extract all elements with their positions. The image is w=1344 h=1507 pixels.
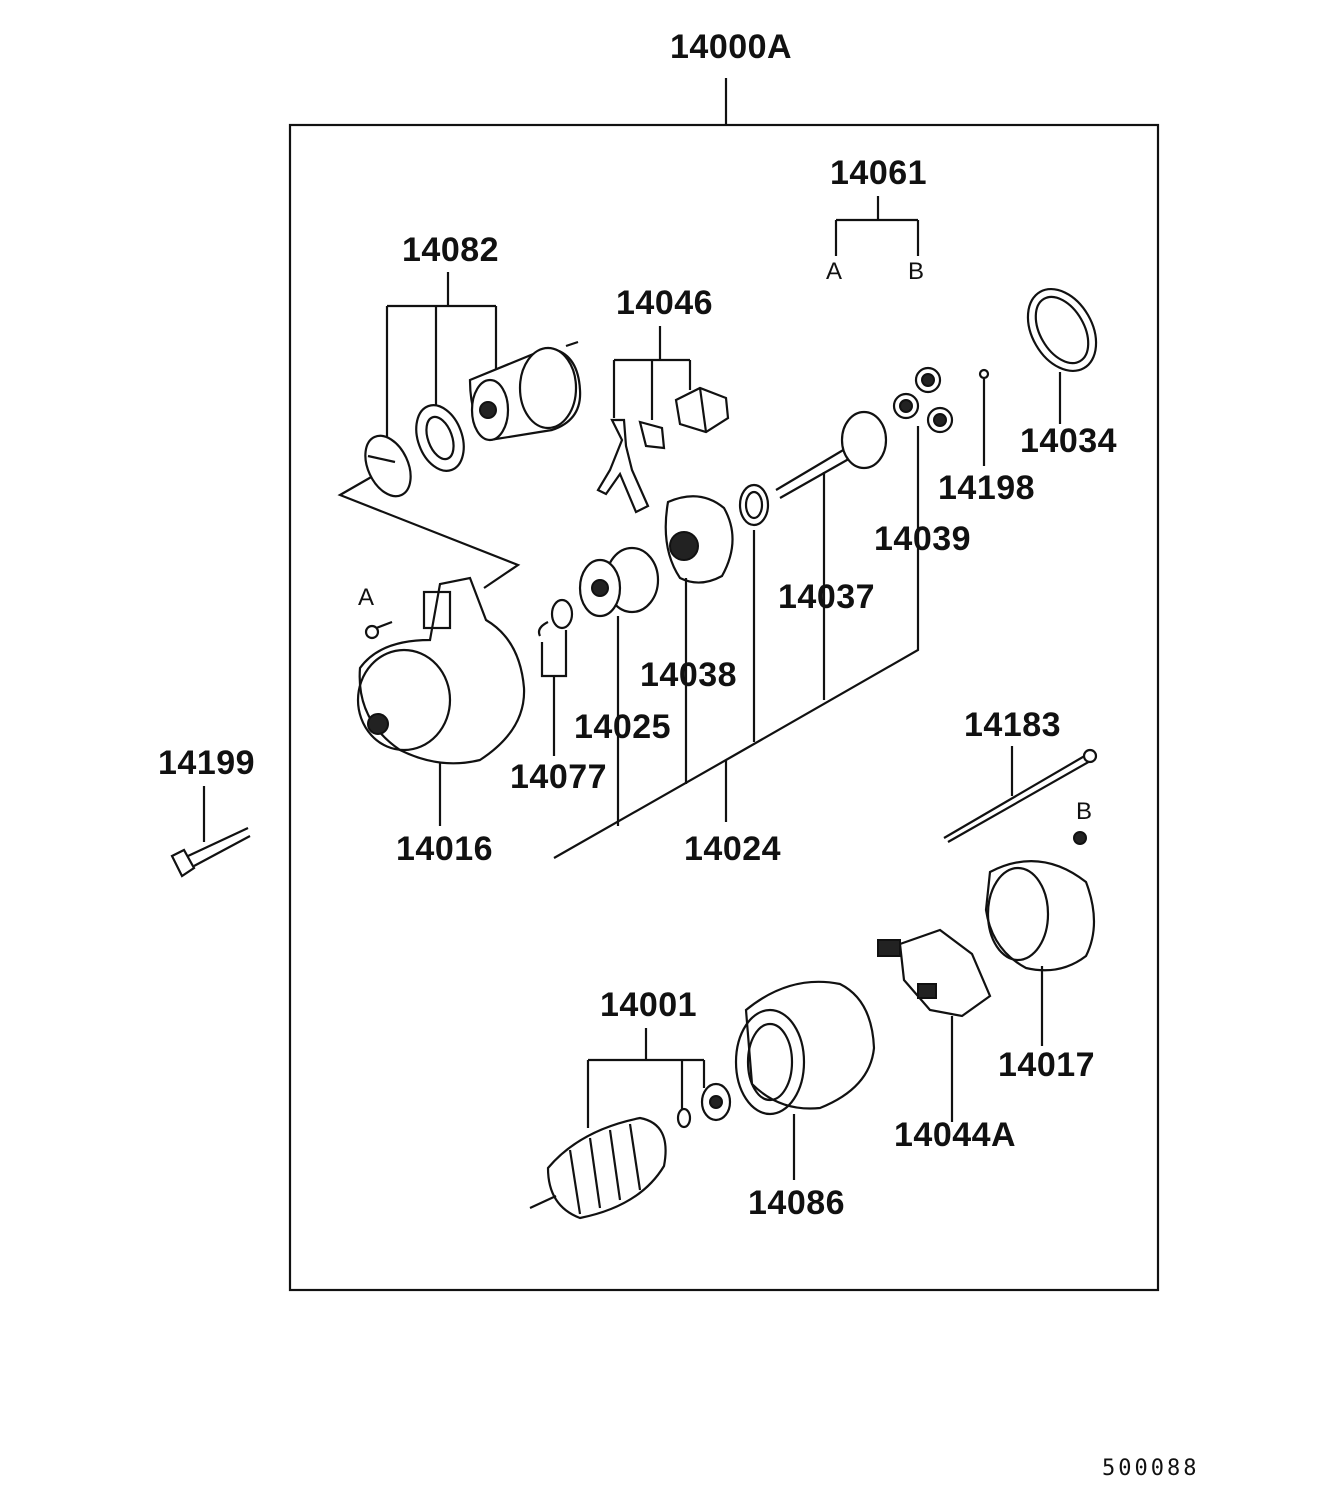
part-front-housing [356, 576, 526, 826]
label-14037: 14037 [778, 578, 876, 616]
part-plate [364, 434, 412, 498]
label-14044A: 14044A [894, 1116, 1017, 1154]
label-14046: 14046 [616, 284, 714, 322]
part-solenoid [468, 340, 582, 442]
label-14017: 14017 [998, 1046, 1096, 1084]
part-screw-a [364, 620, 393, 640]
assembly-frame [288, 123, 1160, 1292]
label-14001: 14001 [600, 986, 698, 1024]
part-band [1026, 287, 1098, 424]
label-14061-a: A [826, 258, 843, 285]
part-internal-gear [664, 495, 734, 652]
label-14024: 14024 [684, 830, 782, 868]
label-14025: 14025 [574, 708, 672, 746]
label-14077: 14077 [510, 758, 608, 796]
figure-code: 500088 [1102, 1456, 1200, 1481]
part-shaft [775, 410, 888, 574]
label-14016: 14016 [396, 830, 494, 868]
leader-14061 [834, 196, 920, 256]
label-14000A: 14000A [670, 28, 793, 66]
leader-14001 [586, 1028, 706, 1128]
link-line [337, 471, 521, 589]
part-bolt-14199 [170, 786, 251, 878]
label-14061: 14061 [830, 154, 928, 192]
label-14199: 14199 [158, 744, 256, 782]
part-planet-gears [892, 366, 954, 516]
part-yoke [734, 980, 876, 1180]
part-lever [596, 418, 650, 514]
label-14038: 14038 [640, 656, 738, 694]
label-14039: 14039 [874, 520, 972, 558]
part-rear-bracket [984, 860, 1096, 1046]
part-washer [738, 483, 770, 527]
label-mark-b: B [1076, 798, 1093, 825]
label-14183: 14183 [964, 706, 1062, 744]
part-bearing [700, 1082, 732, 1122]
label-14198: 14198 [938, 469, 1036, 507]
part-gasket [415, 404, 465, 472]
part-overrunning-clutch [578, 546, 660, 704]
label-14086: 14086 [748, 1184, 846, 1222]
label-mark-a: A [358, 584, 375, 611]
leader-14082 [385, 272, 498, 450]
part-brush-holder [877, 928, 992, 1122]
label-14082: 14082 [402, 231, 500, 269]
part-stop-ring [537, 598, 574, 756]
part-lever-plate [638, 420, 666, 450]
label-14061-b: B [908, 258, 925, 285]
label-14034: 14034 [1020, 422, 1118, 460]
part-small-ring [676, 1107, 692, 1129]
part-screw-b [1073, 831, 1087, 845]
leader-14046 [612, 326, 692, 420]
leader-14024 [553, 516, 920, 859]
part-pin [978, 368, 990, 466]
part-armature [529, 1116, 667, 1220]
part-lever-holder [674, 386, 730, 434]
part-through-bolt [943, 746, 1098, 843]
